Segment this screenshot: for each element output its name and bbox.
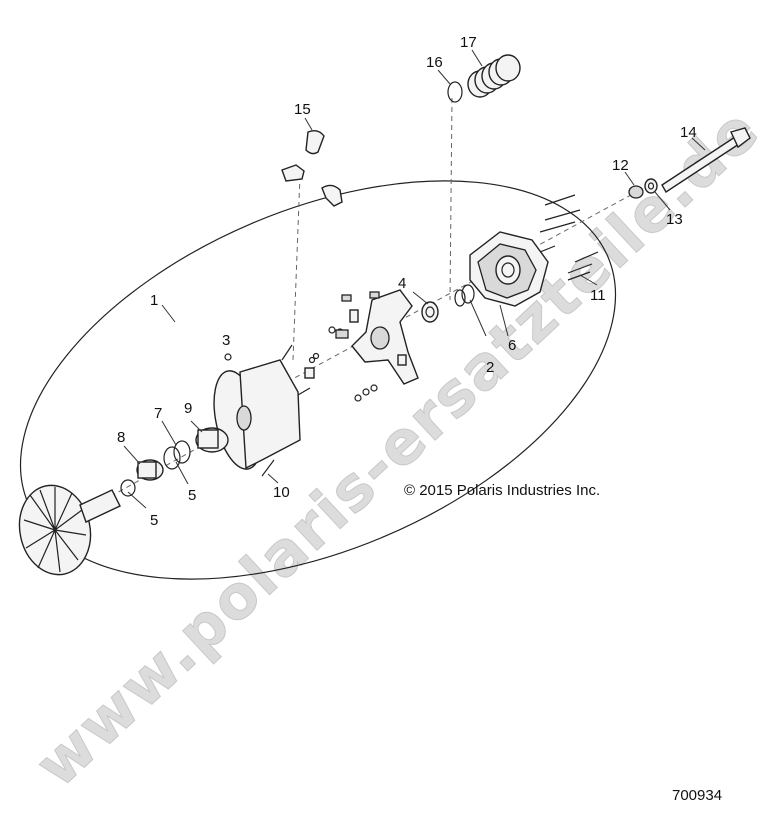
small-hardware-part [304,291,407,402]
callout-8: 8 [117,429,125,446]
nut-washer-part [628,178,658,199]
retaining-rings-part [454,284,475,307]
callout-7: 7 [154,405,162,422]
callout-14: 14 [680,124,697,141]
callout-4: 4 [398,275,406,292]
bushings-rings-part [120,427,229,497]
cover-plate-part [469,231,549,307]
callout-6: 6 [508,337,516,354]
bushing-part [421,301,439,323]
callout-1: 1 [150,292,158,309]
callout-17: 17 [460,34,477,51]
callout-5b: 5 [188,487,196,504]
long-bolt-part [661,127,751,193]
callout-2: 2 [486,359,494,376]
callout-5a: 5 [150,512,158,529]
callout-3: 3 [222,332,230,349]
copyright-text: © 2015 Polaris Industries Inc. [404,482,600,499]
callout-11: 11 [590,287,606,304]
moveable-sheave-part [213,344,311,470]
callout-9: 9 [184,400,192,417]
callout-16: 16 [426,54,443,71]
fixed-sheave-part [18,484,121,576]
spider-assembly-part [351,289,419,385]
callout-12: 12 [612,157,629,174]
figure-number: 700934 [672,787,722,804]
callout-15: 15 [294,101,311,118]
pin-part [261,459,275,477]
watermark: www.polaris-ersatzteile.de [22,94,760,801]
leader-lines [123,49,706,509]
callout-13: 13 [666,211,683,228]
weights-part [281,129,343,207]
spring-part [447,54,521,103]
callout-10: 10 [273,484,290,501]
assembly-outline [19,180,617,580]
